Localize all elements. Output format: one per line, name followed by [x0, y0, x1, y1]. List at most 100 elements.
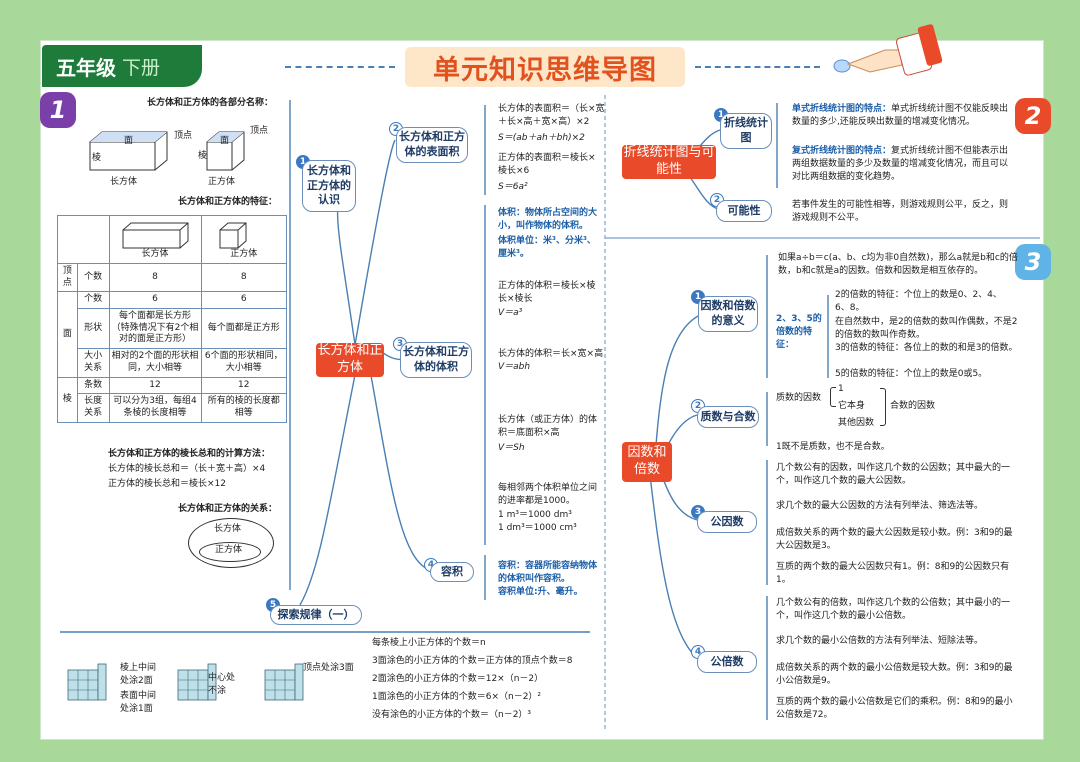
cube-face-label: 面: [220, 136, 230, 146]
unit-rate-1: 1 m³＝1000 dm³: [498, 510, 572, 520]
parts-title: 长方体和正方体的各部分名称：: [147, 98, 274, 108]
branch-prime-composite: 质数与合数: [697, 406, 759, 428]
cuboid-face-label: 面: [124, 136, 134, 146]
cuboid-cube-figure: [89, 131, 245, 171]
cell-shape-cuboid: 每个面都是长方形（特殊情况下有2个相对的面是正方形）: [108, 308, 202, 350]
cell-shape-cube: 每个面都是正方形: [200, 308, 287, 350]
cuboid-edge-label: 棱: [92, 153, 102, 163]
cuboid-name: 长方体: [110, 177, 138, 187]
one-note: 1既不是质数，也不是合数。: [776, 442, 890, 452]
features-title: 长方体和正方体的特征：: [178, 197, 278, 207]
branch-line-chart: 折线统计图: [720, 113, 772, 149]
rule-mid-label: 棱上中间处涂2面: [120, 663, 157, 687]
rule-3: 2面涂色的小正方体的个数＝12×（n－2）: [372, 674, 544, 684]
area-cube: 正方体的表面积＝棱长×棱长×6: [498, 153, 596, 177]
section2-number: 2: [1015, 98, 1051, 134]
rule-5: 没有涂色的小正方体的个数＝（n－2）³: [372, 710, 532, 720]
row-edge: 棱: [57, 376, 78, 423]
row-vertex: 顶点: [57, 262, 78, 293]
title-dash-right: [695, 66, 820, 68]
lcm-def: 几个数公有的倍数，叫作这几个数的公倍数；其中最小的一个，叫作这几个数的最小公倍数…: [776, 598, 1011, 622]
cube-name: 正方体: [208, 177, 236, 187]
branch-gcd: 公因数: [697, 511, 757, 533]
hub-statistics: 折线统计图与可能性: [622, 145, 716, 179]
edge-sum-cube: 正方体的棱长总和＝棱长×12: [108, 479, 226, 489]
lcm-multiple: 成倍数关系的两个数的最小公倍数是较大数。例：3和9的最小公倍数是9。: [776, 663, 1013, 687]
vol-general-formula: V＝Sh: [498, 443, 525, 453]
gcd-def: 几个数公有的因数，叫作这几个数的公因数；其中最大的一个，叫作这几个数的最大公因数…: [776, 463, 1011, 487]
vol-cuboid: 长方体的体积＝长×宽×高: [498, 349, 604, 359]
relation-inner: 正方体: [215, 545, 243, 555]
rule-vertex-label: 顶点处涂3面: [303, 663, 354, 673]
branch-explore: 探索规律（一）: [270, 605, 362, 625]
hub-factors: 因数和倍数: [622, 442, 672, 482]
relation-outer: 长方体: [214, 524, 242, 534]
cell-edge-cuboid: 12: [108, 376, 202, 395]
single-line-chart: 单式折线统计图的特点：单式折线统计图不仅能反映出数量的多少,还能反映出数量的增减…: [792, 104, 1009, 128]
grade-label: 五年级: [56, 55, 116, 80]
row-face-count: 个数: [76, 291, 110, 310]
title-dash-left: [285, 66, 395, 68]
row-face: 面: [57, 291, 78, 378]
cell-face-cuboid: 6: [108, 291, 202, 310]
table-shapes-figure: [122, 222, 247, 249]
capacity-unit: 容积单位:升、毫升。: [498, 587, 583, 597]
term-label: 下册: [122, 56, 161, 79]
section3-number: 3: [1015, 244, 1051, 280]
branch-surface-area: 长方体和正方体的表面积: [396, 127, 468, 163]
area-cuboid-formula: S＝(ab＋ah＋bh)×2: [498, 133, 585, 143]
rule-face-label: 表面中间处涂1面: [120, 691, 157, 715]
branch-capacity: 容积: [430, 562, 474, 582]
rule-4: 1面涂色的小正方体的个数＝6×（n－2）²: [372, 692, 542, 702]
cell-size-cuboid: 相对的2个面的形状相同，大小相等: [108, 348, 202, 378]
edge-sum-cuboid: 长方体的棱长总和＝（长＋宽＋高）×4: [108, 464, 266, 474]
vol-cube-formula: V＝a³: [498, 308, 523, 318]
cell-face-cube: 6: [200, 291, 287, 310]
branch-meaning: 因数和倍数的意义: [698, 296, 758, 332]
multi-line-chart: 复式折线统计图的特点：复式折线统计图不但能表示出两组数据数量的多少及数量的增减变…: [792, 146, 1009, 183]
gcd-coprime: 互质的两个数的最大公因数只有1。例：8和9的公因数只有1。: [776, 562, 1010, 586]
cell-size-cube: 6个面的形状相同，大小相等: [200, 348, 287, 378]
cell-length-cuboid: 可以分为3组，每组4条棱的长度相等: [108, 393, 202, 423]
branch-volume: 长方体和正方体的体积: [400, 342, 472, 378]
relation-outer-ellipse: [188, 518, 274, 568]
rule-1: 每条棱上小正方体的个数＝n: [372, 638, 486, 648]
row-edge-count: 条数: [76, 376, 110, 395]
branch-recognition: 长方体和正方体的认识: [302, 160, 356, 212]
prime-brace: [830, 387, 836, 407]
multiple-of-2: 2的倍数的特征：个位上的数是0、2、4、6、8。: [835, 290, 1002, 314]
edge-sum-title: 长方体和正方体的棱长总和的计算方法：: [108, 449, 271, 459]
meaning-text: 如果a÷b＝c(a、b、c均为非0自然数)，那么a就是b和c的倍数，b和c就是a…: [778, 253, 1018, 277]
relation-inner-ellipse: [199, 542, 261, 562]
rule-2: 3面涂色的小正方体的个数＝正方体的顶点个数＝8: [372, 656, 573, 666]
area-cuboid: 长方体的表面积＝（长×宽＋长×高＋宽×高）×2: [498, 104, 605, 128]
possibility-text: 若事件发生的可能性相等，则游戏规则公平，反之，则游戏规则不公平。: [792, 200, 1009, 224]
branch-possibility: 可能性: [716, 200, 772, 222]
multiple-of-3: 3的倍数的特征：各位上的数的和是3的倍数。: [835, 343, 1018, 353]
cell-vertex-cube: 8: [200, 262, 287, 293]
lcm-method: 求几个数的最小公倍数的方法有列举法、短除法等。: [776, 636, 984, 646]
row-length: 长度关系: [76, 393, 110, 423]
vol-general: 长方体（或正方体）的体积＝底面积×高: [498, 415, 598, 439]
grade-tab: 五年级 下册: [42, 45, 202, 87]
cube-edge-label: 棱: [198, 151, 208, 161]
relation-title: 长方体和正方体的关系：: [178, 504, 278, 514]
area-cube-formula: S＝6a²: [498, 182, 528, 192]
cell-edge-cube: 12: [200, 376, 287, 395]
vol-cuboid-formula: V＝abh: [498, 362, 531, 372]
lcm-coprime: 互质的两个数的最小公倍数是它们的乘积。例：8和9的最小公倍数是72。: [776, 697, 1013, 721]
multiples-label: 2、3、5的倍数的特征：: [776, 314, 822, 351]
composite-brace: [880, 388, 886, 426]
unit-rate: 每相邻两个体积单位之间的进率都是1000。: [498, 483, 598, 507]
hub-cuboid: 长方体和正方体: [316, 343, 384, 377]
cube-vertex-label: 顶点: [250, 126, 269, 136]
row-size: 大小关系: [76, 348, 110, 378]
prime-factor-1: 1: [838, 384, 844, 394]
gcd-multiple: 成倍数关系的两个数的最大公因数是较小数。例：3和9的最大公因数是3。: [776, 528, 1013, 552]
pointing-hand-icon: [833, 24, 943, 76]
vol-cube: 正方体的体积＝棱长×棱长×棱长: [498, 281, 596, 305]
rule-center-label: 中心处不涂: [208, 673, 236, 697]
cuboid-vertex-label: 顶点: [174, 131, 193, 141]
cell-length-cube: 所有的棱的长度都相等: [200, 393, 287, 423]
